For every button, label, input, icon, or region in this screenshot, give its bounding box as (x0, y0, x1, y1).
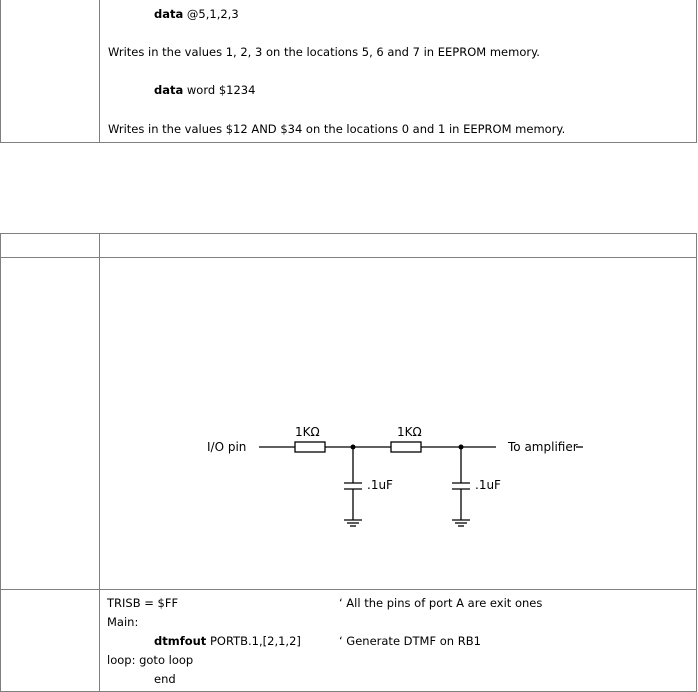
keyword: dtmfout (154, 634, 207, 648)
code-comment-2: ‘ Generate DTMF on RB1 (339, 634, 481, 648)
resistor-1-label: 1KΩ (295, 425, 320, 439)
description-1: Writes in the values 1, 2, 3 on the loca… (108, 45, 540, 59)
junction-dot-1 (350, 444, 356, 450)
header-row-divider (1, 257, 696, 258)
code-args: PORTB.1,[2,1,2] (206, 634, 301, 648)
left-cell (1, 234, 100, 691)
rc-filter-circuit: I/O pin 1KΩ 1KΩ .1uF .1uF To amplifier (207, 425, 583, 527)
code-line-1: data @5,1,2,3 (154, 7, 239, 21)
example-table-bottom: I/O pin 1KΩ 1KΩ .1uF .1uF To amplifier T… (0, 233, 697, 692)
code-line-end: end (154, 672, 176, 686)
keyword: data (154, 7, 184, 21)
resistor-2 (390, 441, 422, 453)
code-line-trisb: TRISB = $FF (107, 596, 179, 610)
junction-dot-2 (458, 444, 464, 450)
example-table-top: data @5,1,2,3 Writes in the values 1, 2,… (0, 0, 697, 143)
resistor-1 (294, 441, 326, 453)
resistor-2-label: 1KΩ (397, 425, 422, 439)
left-cell (1, 0, 100, 142)
code-args: @5,1,2,3 (183, 7, 239, 21)
description-2: Writes in the values $12 AND $34 on the … (108, 122, 566, 136)
io-pin-label: I/O pin (207, 440, 246, 454)
output-label: To amplifier (507, 440, 578, 454)
code-comment-1: ‘ All the pins of port A are exit ones (339, 596, 543, 610)
capacitor-2-label: .1uF (475, 478, 501, 492)
code-line-loop: loop: goto loop (107, 653, 194, 667)
keyword: data (154, 83, 184, 97)
code-row-divider (1, 589, 696, 590)
code-args: word $1234 (183, 83, 256, 97)
code-line-dtmfout: dtmfout PORTB.1,[2,1,2] (154, 634, 301, 648)
capacitor-1-label: .1uF (367, 478, 393, 492)
code-line-2: data word $1234 (154, 83, 255, 97)
code-label-main: Main: (107, 615, 139, 629)
